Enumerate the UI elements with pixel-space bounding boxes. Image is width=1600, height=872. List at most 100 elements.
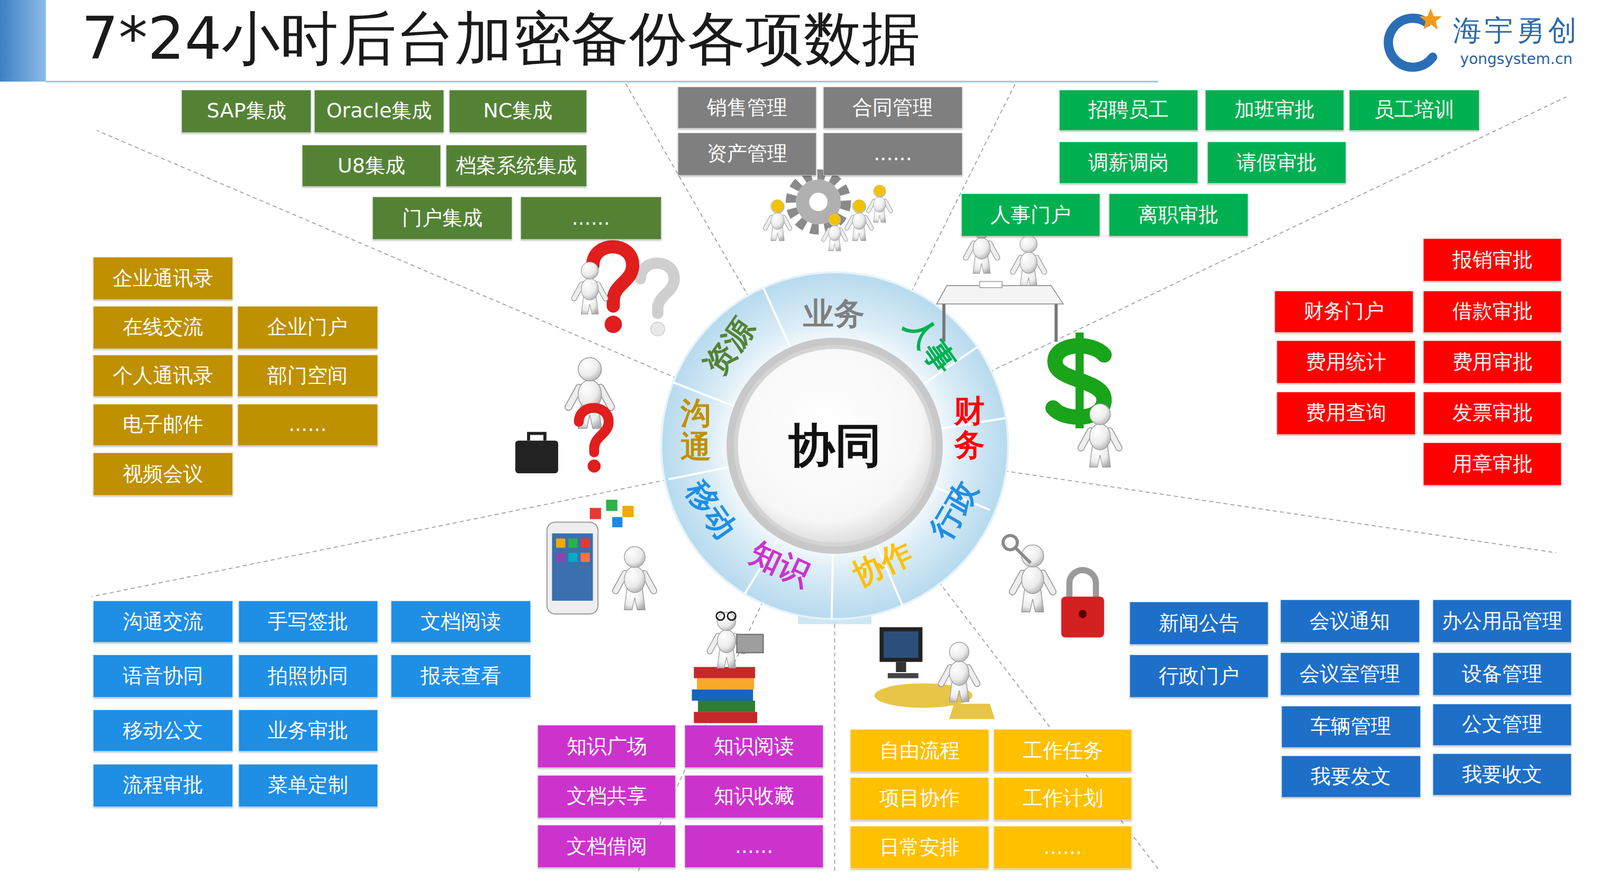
box-label: 项目协作 — [879, 787, 960, 811]
gear-figure-part — [847, 200, 872, 241]
logo-text: 海宇勇创 — [1452, 14, 1580, 47]
box-label: 合同管理 — [852, 96, 933, 120]
feature-box: 文档借阅 — [537, 825, 676, 869]
box-label: 请假审批 — [1236, 151, 1317, 175]
ring-label: 行政 — [924, 475, 985, 545]
desk-figure-part — [1054, 304, 1058, 342]
feature-box: 档案系统集成 — [446, 144, 587, 187]
desk-figure-part — [936, 285, 1063, 305]
feature-box: 请假审批 — [1207, 141, 1347, 184]
core-circle-fill — [735, 347, 934, 545]
box-label: 离职审批 — [1138, 203, 1219, 227]
feature-box: 用章审批 — [1423, 442, 1561, 486]
books-figure-part — [692, 689, 754, 702]
box-label: ...... — [571, 206, 610, 231]
gear-figure-part — [795, 179, 841, 225]
books-figure-part — [697, 701, 756, 713]
computer-figure-part — [879, 627, 923, 663]
computer-figure-part — [949, 704, 996, 720]
feature-box: 报销审批 — [1423, 238, 1561, 282]
box-label: 业务审批 — [267, 719, 349, 743]
box-label: 招聘员工 — [1088, 98, 1169, 122]
feature-box: 在线交流 — [93, 306, 233, 350]
box-label: 公文管理 — [1461, 713, 1543, 737]
feature-box: 费用查询 — [1276, 392, 1416, 435]
logo-mark-part — [1419, 7, 1442, 30]
feature-box: 沟通交流 — [93, 601, 233, 643]
page-title: 7*24小时后台加密备份各项数据 — [81, 6, 921, 71]
feature-box: 知识阅读 — [684, 725, 824, 769]
box-label: 人事门户 — [990, 203, 1071, 227]
dashed-radial-lines — [92, 81, 1567, 872]
box-label: 工作任务 — [1022, 739, 1104, 763]
feature-box: 发票审批 — [1423, 392, 1561, 435]
computer-figure-part — [887, 673, 919, 679]
question-figure-part — [640, 263, 675, 337]
books-figure-part — [696, 678, 754, 690]
box-label: 新闻公告 — [1158, 612, 1240, 636]
computer-figure-part — [883, 631, 919, 659]
ring-label: 协作 — [847, 535, 918, 593]
feature-box: 费用统计 — [1276, 340, 1416, 384]
feature-box: 工作计划 — [993, 777, 1132, 821]
computer-figure — [874, 627, 996, 720]
phone-figure-part — [622, 506, 634, 518]
feature-box: 人事门户 — [961, 193, 1100, 237]
box-label: 菜单定制 — [267, 774, 349, 798]
box-label: ...... — [1043, 836, 1082, 860]
gear-figure-part — [791, 174, 847, 230]
gear-figure-part — [771, 200, 784, 213]
feature-box: ...... — [237, 404, 378, 447]
feature-box: 移动公文 — [93, 710, 233, 752]
feature-box: 工作任务 — [993, 729, 1132, 773]
box-label: 流程审批 — [122, 774, 204, 798]
feature-box: NC集成 — [449, 89, 587, 133]
box-label: 工作计划 — [1022, 787, 1104, 811]
question-figure — [574, 247, 675, 337]
box-label: 自由流程 — [879, 739, 960, 763]
feature-box: 设备管理 — [1432, 652, 1572, 696]
box-label: 费用查询 — [1305, 401, 1387, 425]
box-label: 文档借阅 — [566, 835, 648, 859]
title-bar-part — [0, 0, 47, 82]
feature-box: 流程审批 — [93, 764, 233, 808]
gear-figure-part — [765, 200, 790, 241]
lock-figure-part — [1069, 570, 1096, 598]
phone-figure-part — [615, 547, 654, 611]
phone-figure-part — [556, 538, 566, 548]
gear-figure-part — [823, 213, 846, 251]
feature-box: 调薪调岗 — [1059, 141, 1198, 184]
feature-box: 知识收藏 — [684, 775, 824, 819]
feature-box: 招聘员工 — [1059, 89, 1198, 131]
feature-box: 公文管理 — [1432, 704, 1572, 747]
feature-box: 离职审批 — [1108, 193, 1248, 237]
feature-box: 我要收文 — [1432, 753, 1572, 796]
ring-label: 沟通 — [680, 396, 712, 465]
feature-box: 文档阅读 — [391, 601, 531, 643]
books-figure-part — [727, 612, 736, 621]
box-label: 在线交流 — [122, 315, 204, 340]
phone-figure-part — [580, 538, 590, 548]
gear-figure — [765, 174, 891, 252]
feature-box: 行政门户 — [1129, 655, 1269, 698]
title-bar — [0, 0, 1159, 82]
ring-part — [726, 337, 943, 554]
box-label: 沟通交流 — [122, 610, 204, 634]
box-label: 销售管理 — [706, 96, 788, 120]
feature-box: 销售管理 — [677, 86, 817, 129]
box-label: 资产管理 — [706, 142, 788, 166]
feature-box: 资产管理 — [677, 132, 817, 176]
box-label: 用章审批 — [1452, 452, 1533, 477]
ring-label: 财务 — [953, 394, 985, 463]
desk-figure-part — [1012, 235, 1044, 288]
box-label: 企业通讯录 — [112, 267, 214, 291]
dollar-figure — [1052, 332, 1120, 468]
feature-box: 财务门户 — [1274, 291, 1414, 333]
feature-box: 电子邮件 — [93, 404, 233, 447]
lock-figure-part — [1078, 610, 1087, 618]
box-label: ...... — [288, 413, 327, 437]
box-label: 档案系统集成 — [456, 154, 577, 178]
box-label: 手写签批 — [267, 610, 349, 634]
logo-url: yongsystem.cn — [1460, 50, 1574, 68]
feature-box: 车辆管理 — [1281, 706, 1421, 749]
